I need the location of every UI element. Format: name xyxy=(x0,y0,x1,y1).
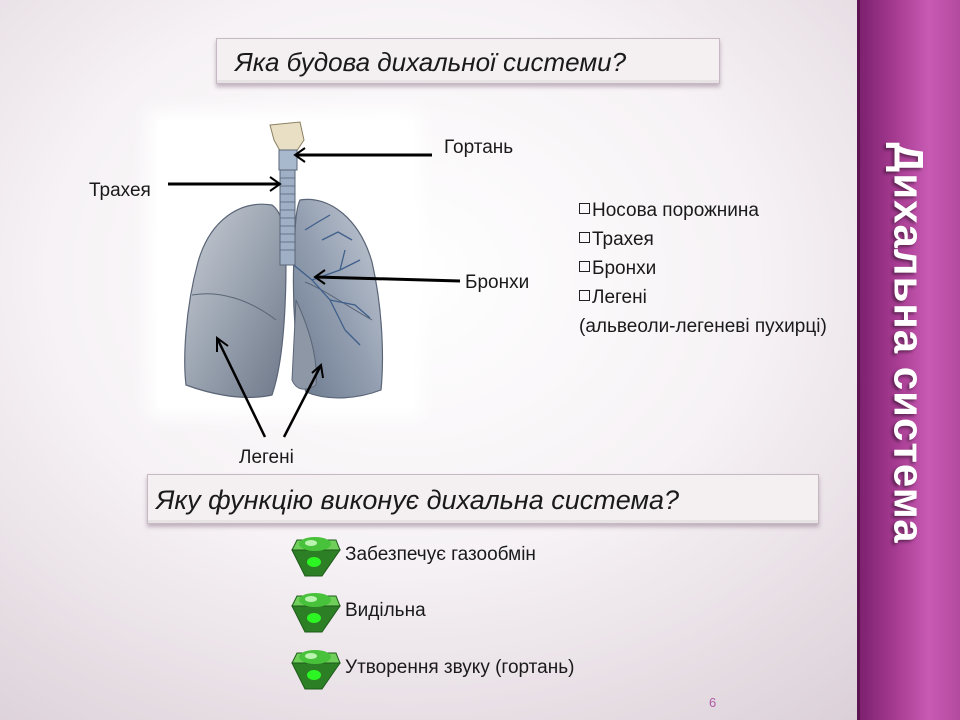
page-number: 6 xyxy=(709,695,717,710)
pointer-arrows xyxy=(168,147,461,438)
list-item: Бронхи xyxy=(579,254,849,283)
list-item: Трахея xyxy=(579,225,849,254)
function-text: Утворення звуку (гортань) xyxy=(345,657,575,678)
function-text: Забезпечує газообмін xyxy=(345,544,536,565)
function-item: Видільна xyxy=(289,588,426,634)
lungs-drawing xyxy=(184,198,384,399)
label-larynx: Гортань xyxy=(444,137,514,158)
question-structure: Яка будова дихальної системи? xyxy=(216,38,720,84)
structure-note: (альвеоли-легеневі пухирці) xyxy=(579,316,827,337)
side-band xyxy=(857,0,960,720)
list-item-text: Легені xyxy=(592,287,647,308)
trachea-drawing xyxy=(269,121,305,266)
checkbox-bullet-icon xyxy=(579,261,590,272)
label-trachea: Трахея xyxy=(89,180,151,201)
list-item-text: Бронхи xyxy=(592,258,657,279)
checkbox-bullet-icon xyxy=(579,232,590,243)
list-item: Легені xyxy=(579,283,849,312)
function-item: Забезпечує газообмін xyxy=(289,532,536,578)
function-text: Видільна xyxy=(345,600,426,621)
structure-list: Носова порожнина Трахея Бронхи Легені (а… xyxy=(579,196,849,341)
list-item-text: Носова порожнина xyxy=(592,200,759,221)
label-bronchi: Бронхи xyxy=(465,272,530,293)
list-item: Носова порожнина xyxy=(579,196,849,225)
checkbox-bullet-icon xyxy=(579,203,590,214)
label-lungs: Легені xyxy=(239,447,294,468)
green-light-bullet-icon xyxy=(291,593,341,633)
list-item-text: Трахея xyxy=(592,229,654,250)
function-item: Утворення звуку (гортань) xyxy=(289,645,574,691)
checkbox-bullet-icon xyxy=(579,290,590,301)
question-function: Яку функцію виконує дихальна система? xyxy=(147,474,819,524)
green-light-bullet-icon xyxy=(291,537,341,577)
green-light-bullet-icon xyxy=(291,650,341,690)
